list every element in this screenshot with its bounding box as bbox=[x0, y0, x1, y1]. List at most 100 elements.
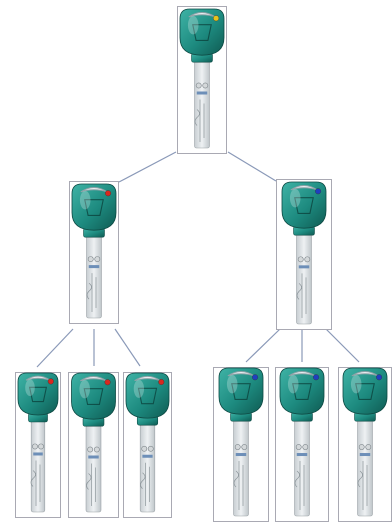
blade-stamp bbox=[33, 452, 43, 456]
blade-groove bbox=[194, 99, 205, 142]
key-head bbox=[17, 372, 59, 416]
blade-stamp bbox=[88, 265, 100, 269]
key-head bbox=[71, 372, 116, 420]
blade-groove bbox=[86, 273, 97, 312]
marker-dot bbox=[105, 190, 112, 197]
key-head bbox=[279, 367, 325, 415]
blade-stamp bbox=[88, 455, 99, 459]
key-icon bbox=[342, 367, 388, 517]
blade-groove bbox=[30, 460, 41, 506]
key-icon bbox=[218, 367, 264, 517]
connector-line bbox=[325, 328, 360, 363]
key-head bbox=[179, 8, 225, 56]
marker-dot bbox=[213, 15, 220, 22]
key-head bbox=[71, 183, 117, 231]
key-blade bbox=[194, 60, 210, 149]
key-node-master-key bbox=[177, 6, 227, 154]
blade-stamp bbox=[359, 453, 371, 457]
blade-groove bbox=[233, 461, 244, 510]
key-shine bbox=[350, 374, 362, 394]
blade-pin bbox=[365, 444, 372, 450]
key-node-group-key-left bbox=[69, 181, 119, 324]
blade-pin bbox=[195, 82, 202, 89]
blade-stamp bbox=[142, 454, 153, 458]
key-blade bbox=[357, 419, 373, 517]
blade-pin bbox=[87, 446, 94, 453]
blade-stamp bbox=[196, 91, 208, 95]
key-shine bbox=[287, 374, 299, 394]
key-head bbox=[218, 367, 264, 415]
blade-pin bbox=[295, 444, 302, 450]
key-shine bbox=[226, 374, 238, 394]
key-blade bbox=[30, 420, 46, 513]
key-blade bbox=[139, 423, 156, 513]
key-icon bbox=[71, 183, 117, 319]
key-head bbox=[281, 181, 327, 229]
key-node-user-key-l2 bbox=[68, 372, 119, 518]
key-shine bbox=[79, 190, 91, 210]
blade-stamp bbox=[296, 453, 308, 457]
blade-pin bbox=[87, 256, 94, 263]
connector-lines bbox=[36, 151, 360, 368]
key-icon bbox=[17, 372, 59, 513]
key-shine bbox=[187, 15, 199, 35]
key-blade bbox=[86, 235, 102, 319]
connector-line bbox=[227, 151, 277, 182]
blade-stamp bbox=[235, 453, 247, 457]
blade-pin bbox=[297, 256, 304, 263]
blade-groove bbox=[296, 273, 307, 318]
key-emblem bbox=[28, 386, 48, 403]
blade-pin bbox=[234, 444, 241, 450]
blade-pin bbox=[147, 445, 154, 452]
key-node-group-key-right bbox=[276, 179, 332, 330]
key-shine bbox=[25, 379, 35, 397]
blade-pin bbox=[38, 443, 44, 450]
key-shine bbox=[289, 188, 301, 208]
marker-dot bbox=[158, 379, 165, 386]
key-emblem bbox=[192, 24, 212, 41]
key-emblem bbox=[231, 383, 251, 400]
key-blade bbox=[294, 419, 310, 517]
blade-groove bbox=[357, 461, 368, 510]
key-emblem bbox=[292, 383, 312, 400]
key-icon bbox=[279, 367, 325, 517]
key-node-user-key-r2 bbox=[275, 367, 329, 522]
key-icon bbox=[179, 8, 225, 149]
key-node-user-key-l3 bbox=[123, 372, 172, 518]
key-icon bbox=[71, 372, 116, 513]
connector-line bbox=[36, 328, 74, 368]
connector-line bbox=[245, 328, 281, 363]
blade-stamp bbox=[298, 265, 310, 269]
key-emblem bbox=[84, 199, 104, 216]
blade-pin bbox=[358, 444, 365, 450]
blade-pin bbox=[94, 256, 101, 263]
key-head bbox=[125, 372, 170, 419]
connector-line bbox=[114, 328, 141, 367]
blade-pin bbox=[241, 444, 248, 450]
blade-pin bbox=[32, 443, 38, 450]
key-blade bbox=[85, 424, 102, 513]
marker-dot bbox=[47, 378, 54, 385]
key-shine bbox=[133, 379, 145, 398]
key-node-user-key-r1 bbox=[213, 367, 269, 522]
key-icon bbox=[125, 372, 170, 513]
marker-dot bbox=[104, 379, 111, 386]
key-head bbox=[342, 367, 388, 415]
blade-groove bbox=[140, 462, 150, 506]
key-nodes bbox=[15, 6, 392, 522]
key-icon bbox=[281, 181, 327, 325]
blade-groove bbox=[294, 461, 305, 510]
marker-dot bbox=[252, 374, 259, 381]
marker-dot bbox=[376, 374, 383, 381]
marker-dot bbox=[315, 188, 322, 195]
marker-dot bbox=[313, 374, 320, 381]
key-node-user-key-l1 bbox=[15, 372, 61, 518]
blade-pin bbox=[304, 256, 311, 263]
key-blade bbox=[233, 419, 249, 517]
key-shine bbox=[79, 379, 90, 399]
key-emblem bbox=[137, 387, 158, 405]
key-node-user-key-r3 bbox=[338, 367, 392, 522]
blade-pin bbox=[141, 445, 148, 452]
key-blade bbox=[296, 233, 312, 325]
